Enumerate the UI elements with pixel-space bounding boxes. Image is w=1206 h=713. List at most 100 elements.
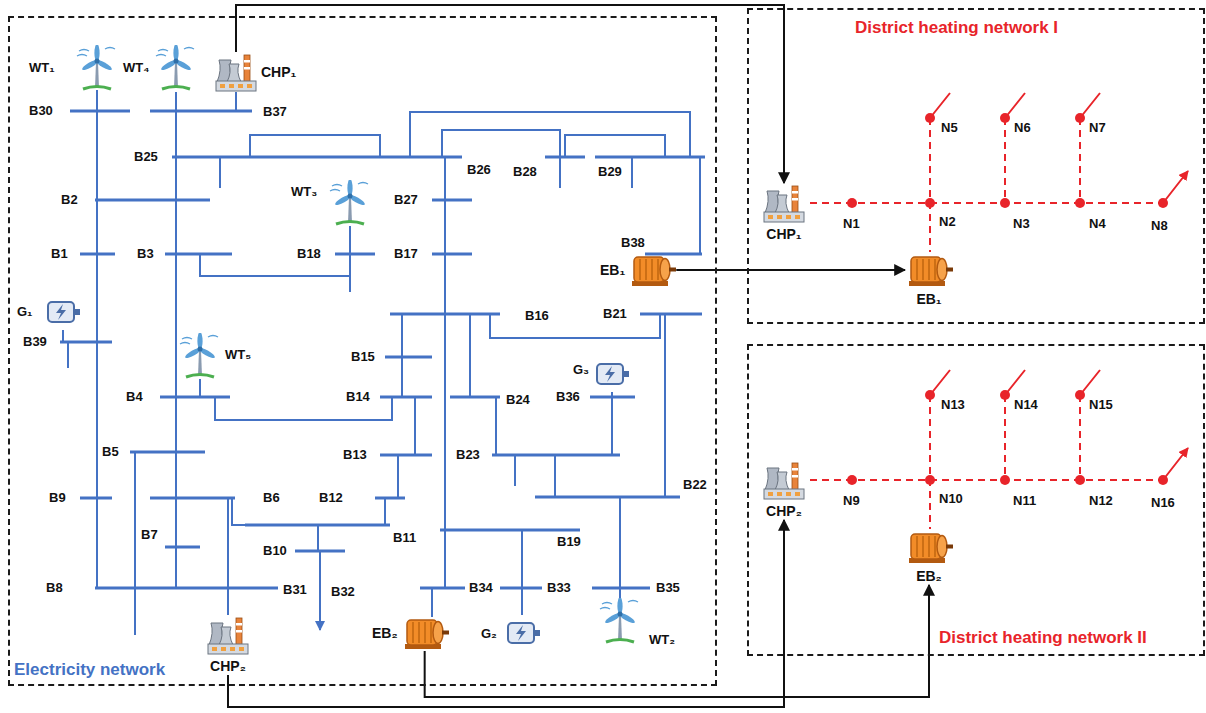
device-node: EB₁ — [600, 252, 676, 288]
network-label: WT₂ — [648, 632, 676, 647]
network-label: B23 — [455, 447, 481, 462]
device-node: CHP₂ — [206, 615, 250, 675]
device-node: CHP₁ — [762, 183, 806, 243]
network-label: G₁ — [16, 304, 34, 319]
network-label: G₂ — [480, 626, 498, 641]
network-label: B19 — [556, 534, 582, 549]
network-label: B1 — [50, 246, 69, 261]
network-label: B31 — [282, 582, 308, 597]
network-label: G₃ — [572, 362, 590, 377]
network-label: B24 — [505, 392, 531, 407]
network-label: B13 — [342, 447, 368, 462]
energy-flow-arrow — [425, 585, 929, 697]
network-label: B12 — [318, 490, 344, 505]
network-label: N10 — [938, 491, 964, 506]
network-label: B25 — [133, 149, 159, 164]
network-label: B5 — [101, 444, 120, 459]
network-region: District heating network I CHP₁ EB₁ — [747, 8, 1205, 324]
network-label: N14 — [1013, 397, 1039, 412]
network-label: N1 — [842, 216, 861, 231]
energy-flow-arrow — [236, 5, 784, 183]
network-label: WT₅ — [224, 347, 252, 362]
network-label: B7 — [140, 527, 159, 542]
device-label: EB₁ — [916, 291, 941, 308]
device-label: EB₂ — [916, 568, 942, 585]
network-label: N15 — [1088, 397, 1114, 412]
wind-turbine-icon — [77, 44, 115, 89]
boiler-icon — [905, 252, 953, 288]
network-label: B29 — [597, 164, 623, 179]
network-label: B36 — [555, 389, 581, 404]
network-label: B34 — [468, 580, 494, 595]
network-label: WT₁ — [28, 60, 56, 75]
network-label: N16 — [1150, 495, 1176, 510]
network-label: N9 — [842, 493, 861, 508]
device-node: CHP₁ — [214, 52, 296, 92]
device-node: EB₂ — [905, 529, 953, 585]
network-label: B37 — [262, 104, 288, 119]
region-title: Electricity network — [14, 660, 165, 680]
network-label: B39 — [22, 334, 48, 349]
device-label: CHP₁ — [766, 226, 801, 243]
network-label: B22 — [682, 477, 708, 492]
network-label: N6 — [1013, 120, 1032, 135]
device-node: EB₁ — [905, 252, 953, 308]
heating-pipes — [810, 93, 1188, 252]
network-label: B4 — [125, 389, 144, 404]
network-label: B16 — [524, 308, 550, 323]
network-label: B8 — [45, 580, 64, 595]
energy-flow-arrow — [676, 269, 905, 271]
network-label: B6 — [262, 490, 281, 505]
heating-pipes — [810, 370, 1188, 529]
device-label: CHP₂ — [210, 658, 246, 675]
network-label: N8 — [1150, 218, 1169, 233]
network-label: B14 — [345, 389, 371, 404]
device-label: EB₁ — [600, 262, 625, 279]
network-label: B10 — [262, 543, 288, 558]
network-label: B38 — [620, 235, 646, 250]
network-label: N11 — [1012, 493, 1037, 508]
boiler-icon — [905, 529, 953, 565]
network-label: B15 — [350, 349, 376, 364]
transmission-lines — [63, 90, 700, 617]
device-label: CHP₁ — [261, 64, 296, 81]
network-label: B32 — [330, 584, 356, 599]
chp-icon — [214, 52, 258, 92]
region-title: District heating network I — [855, 18, 1058, 38]
network-label: B27 — [393, 192, 419, 207]
boiler-icon — [628, 252, 676, 288]
network-label: B2 — [60, 192, 79, 207]
network-label: B26 — [466, 162, 492, 177]
network-label: N5 — [940, 120, 959, 135]
wind-turbine-icon — [180, 332, 218, 377]
network-label: N4 — [1088, 216, 1107, 231]
generator-icon — [508, 623, 540, 643]
network-label: B21 — [602, 306, 628, 321]
generator-icon — [48, 302, 80, 322]
device-node: EB₂ — [372, 615, 449, 651]
load-arrows — [68, 157, 632, 635]
network-label: B30 — [28, 103, 54, 118]
network-label: B28 — [512, 164, 538, 179]
network-label: N3 — [1012, 216, 1031, 231]
network-label: WT₄ — [122, 60, 150, 75]
device-label: EB₂ — [372, 625, 398, 642]
wind-turbine-icon — [156, 44, 194, 89]
region-title: District heating network II — [939, 628, 1147, 648]
network-region: District heating network II CHP₂ EB₂ — [747, 344, 1205, 656]
network-label: N13 — [940, 397, 966, 412]
network-label: B33 — [546, 580, 572, 595]
network-label: N2 — [938, 214, 957, 229]
bus-bars — [60, 111, 705, 588]
energy-flow-arrow — [228, 520, 784, 707]
network-label: N7 — [1088, 120, 1107, 135]
network-label: N12 — [1088, 493, 1114, 508]
network-label: B17 — [393, 246, 419, 261]
chp-icon — [206, 615, 250, 655]
chp-icon — [762, 460, 806, 500]
network-label: WT₃ — [290, 184, 318, 199]
device-label: CHP₂ — [766, 503, 802, 520]
